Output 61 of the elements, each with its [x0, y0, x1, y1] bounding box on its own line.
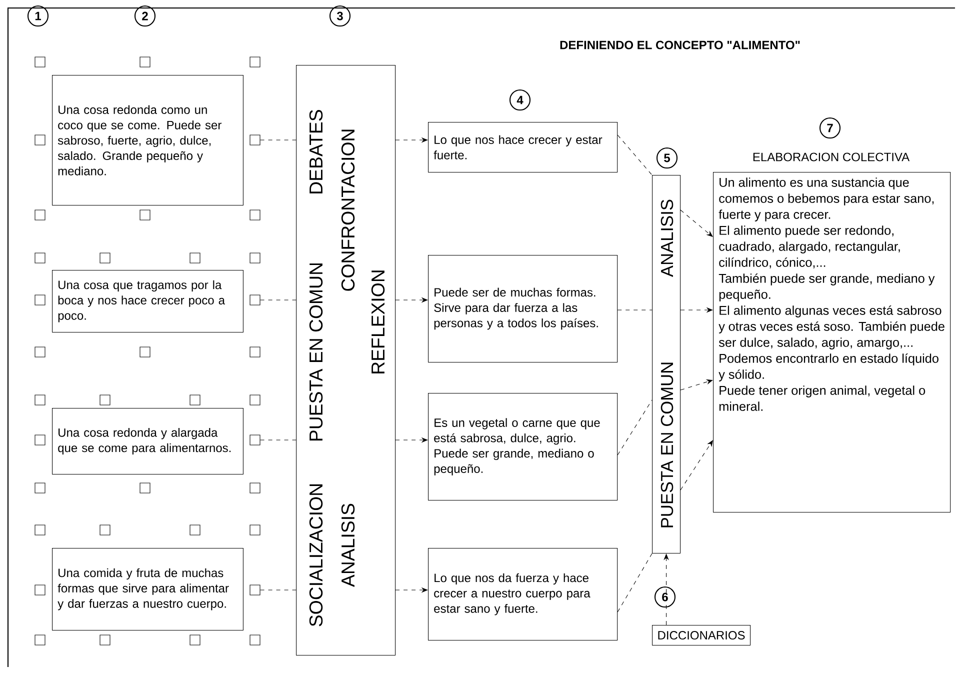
small-square [34, 482, 46, 494]
small-square [250, 524, 260, 536]
text-box: Una comida y fruta de muchas formas que sirve para alimentar y dar fuerzas a nuestro cuerpo. [52, 548, 244, 631]
small-square [100, 394, 110, 406]
text-box: Lo que nos hace crecer y estar fuerte. [428, 122, 618, 173]
small-square [140, 56, 150, 68]
callout-number: 4 [509, 89, 531, 111]
text-box: Una cosa redonda como un coco que se come. Puede ser sabroso, fuerte, agrio, dulce, salado. Grande pequeño y mediano. [52, 75, 244, 206]
small-square [250, 210, 260, 220]
small-square [250, 584, 260, 596]
source-box: DICCIONARIOS [652, 625, 751, 646]
small-square [250, 252, 260, 264]
connector-line [617, 134, 652, 176]
callout-number: 2 [134, 5, 156, 27]
small-square [34, 524, 46, 536]
small-square [34, 434, 46, 446]
small-square [34, 584, 46, 596]
small-square [140, 210, 150, 220]
small-square [34, 210, 46, 220]
small-square [250, 56, 260, 68]
arrow [664, 554, 669, 626]
small-square [190, 634, 200, 646]
text-box: Puede ser de muchas formas. Sirve para dar fuerza a las personas y a todos los países. [428, 255, 618, 362]
callout-number: 1 [27, 5, 49, 27]
small-square [190, 394, 200, 406]
small-square [250, 434, 260, 446]
small-square [250, 134, 260, 146]
text-box: Una cosa redonda y alargada que se come para alimentarnos. [52, 408, 244, 475]
small-square [140, 482, 150, 494]
small-square [190, 524, 200, 536]
vertical-box: PUESTA EN COMUN ANALISIS [652, 175, 681, 554]
small-square [140, 346, 150, 358]
text-box: ELABORACION COLECTIVA Un alimento es una sustancia que comemos o bebemos para estar sano, fuerte y para crecer. El alimento puede ser redondo, cuadrado, alargado, rectangular, cilíndrico, cónico,... También puede ser grande, mediano y pequeño. El alimento algunas veces está sabroso y otras veces está soso. También puede ser dulce, salado, agrio, amargo,... Podemos encontrarlo en estado líquido y sólido. Puede tener origen animal, vegetal o mineral. [713, 152, 951, 513]
callout-number: 7 [819, 117, 841, 139]
connector-line [617, 553, 652, 612]
small-square [100, 524, 110, 536]
small-square [250, 394, 260, 406]
small-square [34, 346, 46, 358]
small-square [34, 252, 46, 264]
small-square [34, 294, 46, 306]
small-square [250, 482, 260, 494]
small-square [250, 634, 260, 646]
small-square [250, 346, 260, 358]
title: DEFINIENDO EL CONCEPTO "ALIMENTO" [560, 40, 800, 50]
small-square [34, 134, 46, 146]
callout-number: 3 [329, 5, 351, 27]
text-box: Lo que nos da fuerza y hace crecer a nuestro cuerpo para estar sano y fuerte. [428, 548, 618, 641]
node-label: ELABORACION COLECTIVA [753, 152, 910, 162]
small-square [34, 56, 46, 68]
vertical-box: SOCIALIZACION PUESTA EN COMUN DEBATES CONFRONTACION ANALISIS REFLEXION [296, 65, 396, 656]
small-square [250, 294, 260, 306]
callout-number: 5 [656, 147, 678, 169]
small-square [34, 394, 46, 406]
text-box: Una cosa que tragamos por la boca y nos hace crecer poco a poco. [52, 270, 244, 333]
text-box: Es un vegetal o carne que que está sabrosa, dulce, agrio. Puede ser grande, mediano o pequeño. [428, 393, 618, 500]
small-square [34, 634, 46, 646]
small-square [190, 252, 200, 264]
small-square [100, 252, 110, 264]
arrow [680, 379, 713, 390]
small-square [100, 634, 110, 646]
connector-line [617, 400, 652, 456]
